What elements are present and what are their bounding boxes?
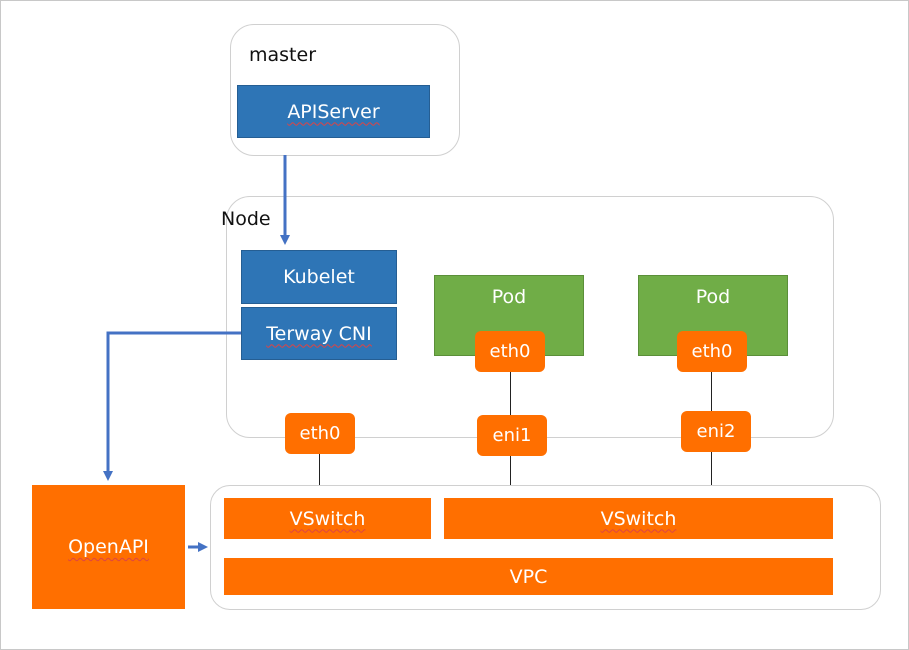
pod-label-1: Pod (491, 286, 527, 308)
vpc-label: VPC (509, 565, 548, 588)
pod-label-2: Pod (695, 286, 731, 308)
eni1-pill: eni1 (477, 415, 547, 456)
vswitch-left-label: VSwitch (289, 507, 366, 530)
openapi-label: OpenAPI (68, 536, 149, 558)
apiserver-box: APIServer (237, 85, 430, 138)
master-label: master (249, 44, 317, 66)
node-eth0-line (319, 454, 320, 498)
kubelet-box: Kubelet (241, 250, 397, 304)
node-eth0-pill: eth0 (285, 413, 355, 454)
kubelet-label: Kubelet (283, 266, 355, 288)
openapi-box: OpenAPI (32, 485, 185, 609)
node-label: Node (221, 208, 271, 230)
pod2-eth0-pill: eth0 (677, 331, 747, 372)
terway-cni-box: Terway CNI (241, 307, 397, 360)
pod1-eth0-pill: eth0 (475, 331, 545, 372)
vswitch-left-box: VSwitch (224, 498, 431, 539)
vpc-box: VPC (224, 558, 833, 595)
vswitch-right-label: VSwitch (600, 507, 677, 530)
eni2-pill: eni2 (681, 411, 751, 452)
apiserver-label: APIServer (287, 100, 380, 123)
vswitch-right-box: VSwitch (444, 498, 833, 539)
terway-openapi-arrow (103, 331, 241, 481)
terway-cni-label: Terway CNI (266, 322, 372, 345)
